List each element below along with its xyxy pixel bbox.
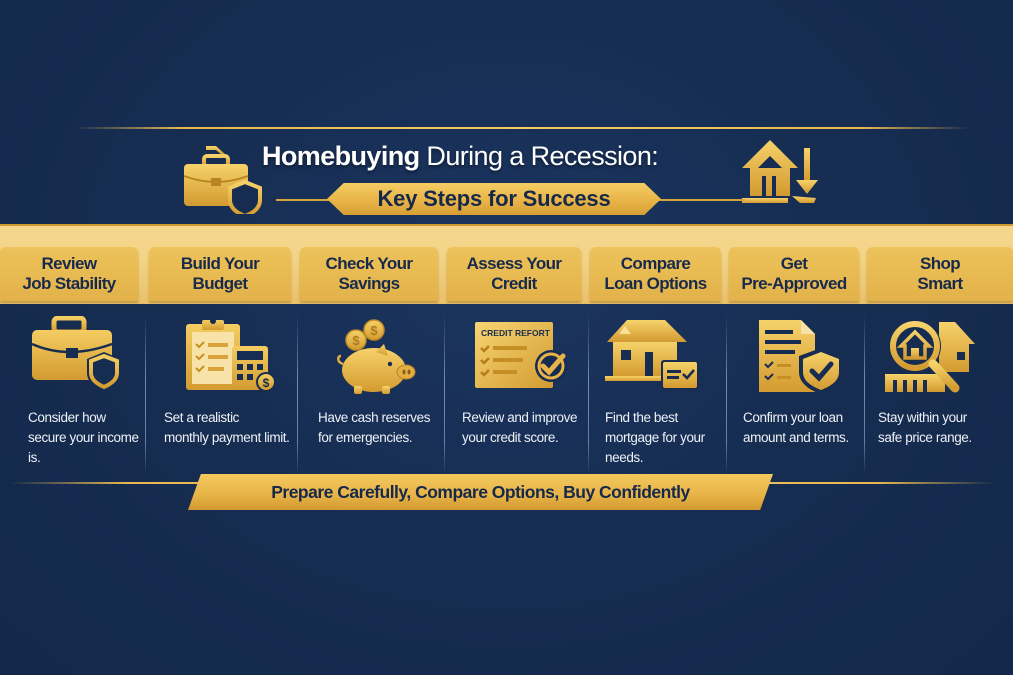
subtitle-line-right (655, 199, 745, 201)
subtitle-banner: Key Steps for Success (327, 183, 661, 215)
column-separator (444, 314, 445, 474)
step-build-your-budget: $ Set a realistic monthly payment limit. (146, 304, 297, 474)
step-description: Confirm your loan amount and terms. (743, 410, 849, 445)
document-shield-check-icon (759, 320, 843, 394)
column-separator (297, 314, 298, 474)
step-check-your-savings: $ $ Have cash reserves for emergencies. (298, 304, 444, 474)
svg-text:$: $ (263, 376, 270, 390)
step-description: Set a realistic monthly payment limit. (164, 410, 290, 445)
step-shop-smart: Stay within your safe price range. (865, 304, 1013, 474)
piggy-bank-coins-icon: $ $ (337, 319, 416, 394)
step-get-pre-approved: Confirm your loan amount and terms. (727, 304, 864, 474)
tab-compare-loan-options: Compare Loan Options (590, 247, 721, 301)
steps-columns: Consider how secure your income is. $ Se… (0, 304, 1013, 474)
tab-get-pre-approved: Get Pre-Approved (729, 247, 859, 301)
step-description: Find the best mortgage for your needs. (605, 410, 705, 465)
tab-review-job-stability: Review Job Stability (0, 247, 138, 301)
svg-text:$: $ (370, 323, 378, 338)
house-document-icon (605, 320, 699, 390)
column-separator (145, 314, 146, 474)
step-description: Consider how secure your income is. (28, 410, 139, 465)
briefcase-shield-icon (31, 316, 121, 391)
subtitle: Key Steps for Success (377, 186, 611, 211)
subtitle-line-left (276, 199, 336, 201)
tab-assess-your-credit: Assess Your Credit (447, 247, 581, 301)
tab-build-your-budget: Build Your Budget (149, 247, 291, 301)
column-separator (864, 314, 865, 474)
clipboard-calculator-icon: $ (186, 318, 276, 392)
top-divider-line (75, 127, 970, 129)
page-title: Homebuying During a Recession: (262, 141, 659, 171)
step-description: Stay within your safe price range. (878, 410, 972, 445)
step-tabs: Review Job Stability Build Your Budget C… (0, 247, 1013, 303)
step-assess-your-credit: CREDIT REFORT Review and improve your cr… (445, 304, 588, 474)
step-description: Review and improve your credit score. (462, 410, 578, 445)
tab-shop-smart: Shop Smart (867, 247, 1013, 301)
tagline-banner: Prepare Carefully, Compare Options, Buy … (188, 474, 773, 510)
svg-text:CREDIT REFORT: CREDIT REFORT (481, 328, 551, 338)
header: Homebuying During a Recession: Key Steps… (0, 135, 1013, 225)
credit-report-icon: CREDIT REFORT (475, 322, 567, 388)
briefcase-shield-icon (183, 146, 262, 214)
step-description: Have cash reserves for emergencies. (318, 410, 431, 445)
column-separator (588, 314, 589, 474)
step-review-job-stability: Consider how secure your income is. (0, 304, 145, 474)
column-separator (726, 314, 727, 474)
tagline: Prepare Carefully, Compare Options, Buy … (271, 481, 690, 502)
house-down-arrow-icon (742, 140, 818, 203)
step-compare-loan-options: Find the best mortgage for your needs. (589, 304, 726, 474)
tab-check-your-savings: Check Your Savings (300, 247, 438, 301)
magnifier-house-icon (885, 320, 975, 393)
svg-text:$: $ (352, 333, 360, 348)
